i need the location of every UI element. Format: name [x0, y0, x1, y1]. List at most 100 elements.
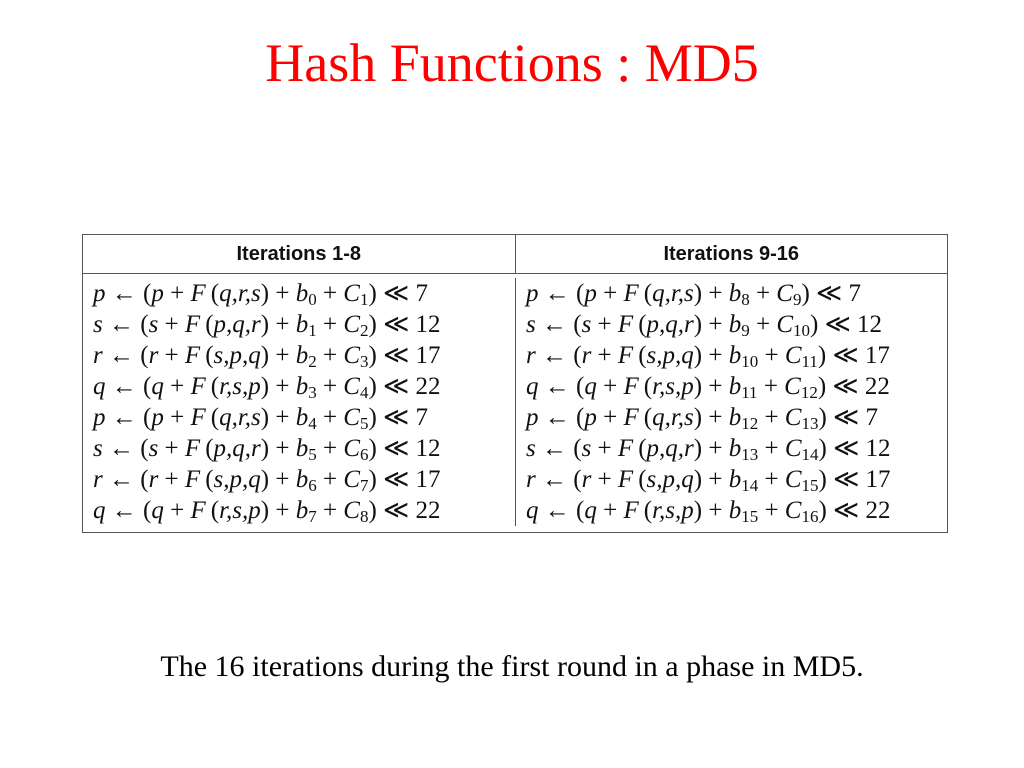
function-args: s,p,q	[213, 466, 261, 493]
shift-amount: 7	[865, 404, 878, 431]
target-var: s	[148, 435, 159, 462]
iteration-equation: r ← (r + F (s,p,q) + b14 + C15) ≪ 17	[526, 466, 891, 495]
c-index: 6	[360, 445, 369, 464]
c-index: 3	[360, 352, 369, 371]
shift-amount: 22	[415, 373, 441, 400]
function-args: p,q,r	[646, 311, 694, 338]
iteration-equation: s ← (s + F (p,q,r) + b13 + C14) ≪ 12	[526, 435, 891, 464]
page-title: Hash Functions : MD5	[265, 33, 759, 93]
target-var: s	[93, 311, 103, 338]
c-index: 13	[801, 414, 819, 433]
function-args: s,p,q	[646, 466, 694, 493]
b-index: 1	[308, 321, 317, 340]
c-index: 5	[359, 414, 369, 433]
shift-amount: 12	[415, 311, 441, 338]
shift-amount: 7	[848, 280, 861, 307]
target-var: p	[93, 404, 106, 431]
shift-amount: 12	[857, 311, 882, 338]
shift-amount: 17	[415, 342, 441, 369]
iteration-equation: r ← (r + F (s,p,q) + b6 + C7) ≪ 17	[93, 466, 441, 495]
iteration-equation: p ← (p + F (q,r,s) + b12 + C13) ≪ 7	[526, 404, 878, 433]
function-args: p,q,r	[213, 435, 261, 462]
figure-caption: The 16 iterations during the first round…	[160, 650, 864, 683]
target-var: p	[526, 404, 539, 431]
c-index: 8	[359, 507, 369, 526]
function-args: r,s,p	[219, 373, 261, 400]
iteration-equation: p ← (p + F (q,r,s) + b0 + C1) ≪ 7	[93, 280, 428, 309]
b-index: 4	[308, 414, 317, 433]
function-args: r,s,p	[652, 373, 694, 400]
b-index: 3	[308, 383, 317, 402]
c-index: 7	[360, 476, 369, 495]
iteration-equation: s ← (s + F (p,q,r) + b5 + C6) ≪ 12	[93, 435, 441, 464]
iteration-equation: s ← (s + F (p,q,r) + b9 + C10) ≪ 12	[526, 311, 882, 340]
target-var: s	[526, 435, 536, 462]
iteration-equation: q ← (q + F (r,s,p) + b15 + C16) ≪ 22	[526, 497, 891, 526]
shift-amount: 12	[865, 435, 891, 462]
function-args: p,q,r	[646, 435, 694, 462]
b-index: 6	[308, 476, 317, 495]
c-index: 11	[801, 352, 818, 371]
target-var: r	[93, 342, 103, 369]
target-var: p	[151, 404, 164, 431]
c-index: 1	[359, 290, 369, 309]
iteration-equation: q ← (q + F (r,s,p) + b7 + C8) ≪ 22	[93, 497, 441, 526]
target-var: q	[526, 373, 539, 400]
target-var: p	[584, 280, 597, 307]
c-index: 12	[800, 383, 818, 402]
iterations-table: Iterations 1-8 Iterations 9-16 p ← (p + …	[82, 234, 948, 533]
function-args: q,r,s	[652, 404, 694, 431]
target-var: r	[581, 466, 592, 493]
shift-amount: 12	[415, 435, 441, 462]
table-body-row: p ← (p + F (q,r,s) + b0 + C1) ≪ 7 s ← (s …	[83, 274, 947, 532]
function-args: s,p,q	[213, 342, 261, 369]
function-args: r,s,p	[219, 497, 261, 524]
b-index: 14	[741, 476, 759, 495]
shift-amount: 17	[415, 466, 441, 493]
b-index: 11	[741, 383, 758, 402]
function-args: q,r,s	[652, 280, 694, 307]
target-var: p	[93, 280, 106, 307]
b-index: 15	[741, 507, 759, 526]
function-args: s,p,q	[646, 342, 694, 369]
target-var: r	[526, 466, 536, 493]
target-var: q	[93, 497, 106, 524]
target-var: r	[581, 342, 592, 369]
target-var: q	[151, 373, 164, 400]
shift-amount: 22	[415, 497, 441, 524]
function-args: q,r,s	[219, 280, 261, 307]
shift-amount: 17	[864, 342, 890, 369]
table-header-row: Iterations 1-8 Iterations 9-16	[83, 235, 947, 274]
target-var: r	[148, 342, 159, 369]
header-iterations-1-8: Iterations 1-8	[236, 242, 361, 265]
c-index: 4	[359, 383, 369, 402]
iteration-equation: p ← (p + F (q,r,s) + b4 + C5) ≪ 7	[93, 404, 428, 433]
target-var: s	[581, 311, 592, 338]
b-index: 0	[308, 290, 317, 309]
function-args: r,s,p	[652, 497, 694, 524]
target-var: s	[526, 311, 536, 338]
header-iterations-9-16: Iterations 9-16	[514, 235, 948, 273]
b-index: 12	[741, 414, 759, 433]
b-index: 10	[741, 352, 759, 371]
target-var: q	[584, 373, 597, 400]
iteration-equation: r ← (r + F (s,p,q) + b2 + C3) ≪ 17	[93, 342, 441, 371]
iteration-equation: q ← (q + F (r,s,p) + b11 + C12) ≪ 22	[526, 373, 890, 402]
function-args: q,r,s	[219, 404, 261, 431]
target-var: r	[93, 466, 103, 493]
target-var: s	[93, 435, 103, 462]
b-index: 7	[308, 507, 317, 526]
iteration-equation: q ← (q + F (r,s,p) + b3 + C4) ≪ 22	[93, 373, 441, 402]
shift-amount: 22	[865, 497, 891, 524]
b-index: 5	[308, 445, 317, 464]
iteration-equation: p ← (p + F (q,r,s) + b8 + C9) ≪ 7	[526, 280, 861, 309]
target-var: r	[526, 342, 536, 369]
b-index: 9	[741, 321, 750, 340]
target-var: r	[148, 466, 159, 493]
b-index: 2	[308, 352, 317, 371]
target-var: q	[151, 497, 164, 524]
target-var: q	[93, 373, 106, 400]
shift-amount: 17	[865, 466, 891, 493]
c-index: 16	[801, 507, 819, 526]
